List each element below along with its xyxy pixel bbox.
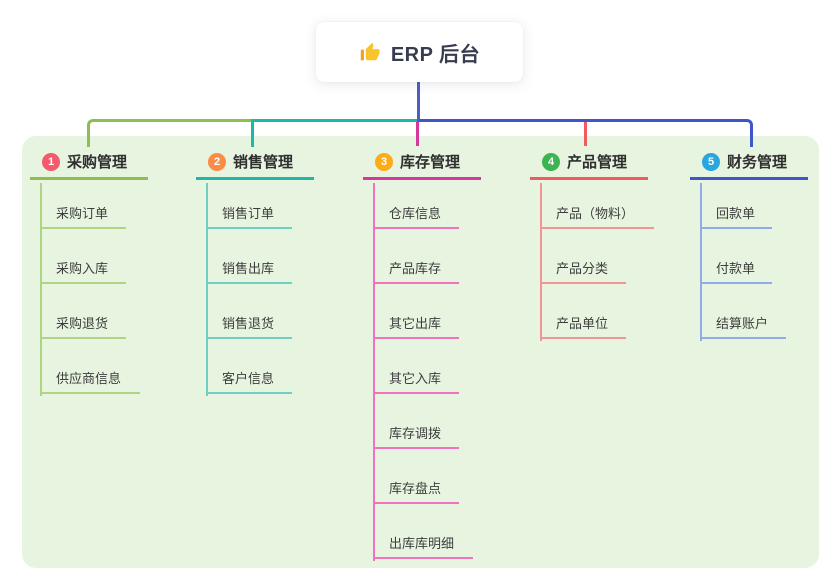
drop-line-product (584, 122, 587, 146)
branch-node-2[interactable]: 2 销售管理 (196, 146, 314, 180)
thumbs-up-icon (359, 41, 381, 63)
branch-node-label: 库存管理 (400, 154, 461, 171)
branch-node-label: 采购管理 (67, 154, 128, 171)
branch-node-1[interactable]: 1 采购管理 (30, 146, 148, 180)
leaf-node[interactable]: 仓库信息 (373, 203, 459, 229)
leaf-node[interactable]: 采购退货 (40, 313, 126, 339)
branch-index-badge: 5 (702, 152, 720, 171)
branch-spine-line (373, 183, 375, 561)
branch-index-badge: 4 (542, 152, 560, 171)
branch-node-label: 财务管理 (727, 154, 788, 171)
leaf-node[interactable]: 库存盘点 (373, 478, 459, 504)
bus-segment-finance (419, 119, 753, 147)
branch-index-badge: 1 (42, 152, 60, 171)
branch-spine-line (206, 183, 208, 396)
drop-line-inventory (416, 122, 419, 146)
leaf-node[interactable]: 产品单位 (540, 313, 626, 339)
branch-spine-line (540, 183, 542, 341)
leaf-node[interactable]: 客户信息 (206, 368, 292, 394)
leaf-node[interactable]: 供应商信息 (40, 368, 140, 394)
branch-node-label: 产品管理 (567, 154, 628, 171)
leaf-node[interactable]: 库存调拨 (373, 423, 459, 449)
branch-node-4[interactable]: 4 产品管理 (530, 146, 648, 180)
root-node-label: ERP 后台 (390, 43, 481, 66)
branch-spine-line (40, 183, 42, 396)
branch-index-badge: 3 (375, 152, 393, 171)
branch-node-label: 销售管理 (233, 154, 294, 171)
leaf-node[interactable]: 产品库存 (373, 258, 459, 284)
leaf-node[interactable]: 销售退货 (206, 313, 292, 339)
bus-segment-sales (251, 119, 417, 147)
leaf-node[interactable]: 销售出库 (206, 258, 292, 284)
leaf-node[interactable]: 产品分类 (540, 258, 626, 284)
branch-node-5[interactable]: 5 财务管理 (690, 146, 808, 180)
leaf-node[interactable]: 销售订单 (206, 203, 292, 229)
leaf-node[interactable]: 回款单 (700, 203, 772, 229)
root-connector-line (417, 82, 420, 122)
bus-segment-purchase (87, 119, 253, 147)
leaf-node[interactable]: 产品（物料） (540, 203, 654, 229)
branch-node-3[interactable]: 3 库存管理 (363, 146, 481, 180)
leaf-node[interactable]: 其它出库 (373, 313, 459, 339)
leaf-node[interactable]: 出库库明细 (373, 533, 473, 559)
leaf-node[interactable]: 采购订单 (40, 203, 126, 229)
leaf-node[interactable]: 结算账户 (700, 313, 786, 339)
branch-index-badge: 2 (208, 152, 226, 171)
root-node[interactable]: ERP 后台 (316, 22, 523, 82)
leaf-node[interactable]: 付款单 (700, 258, 772, 284)
leaf-node[interactable]: 采购入库 (40, 258, 126, 284)
leaf-node[interactable]: 其它入库 (373, 368, 459, 394)
branch-spine-line (700, 183, 702, 341)
branches-panel (22, 136, 819, 568)
